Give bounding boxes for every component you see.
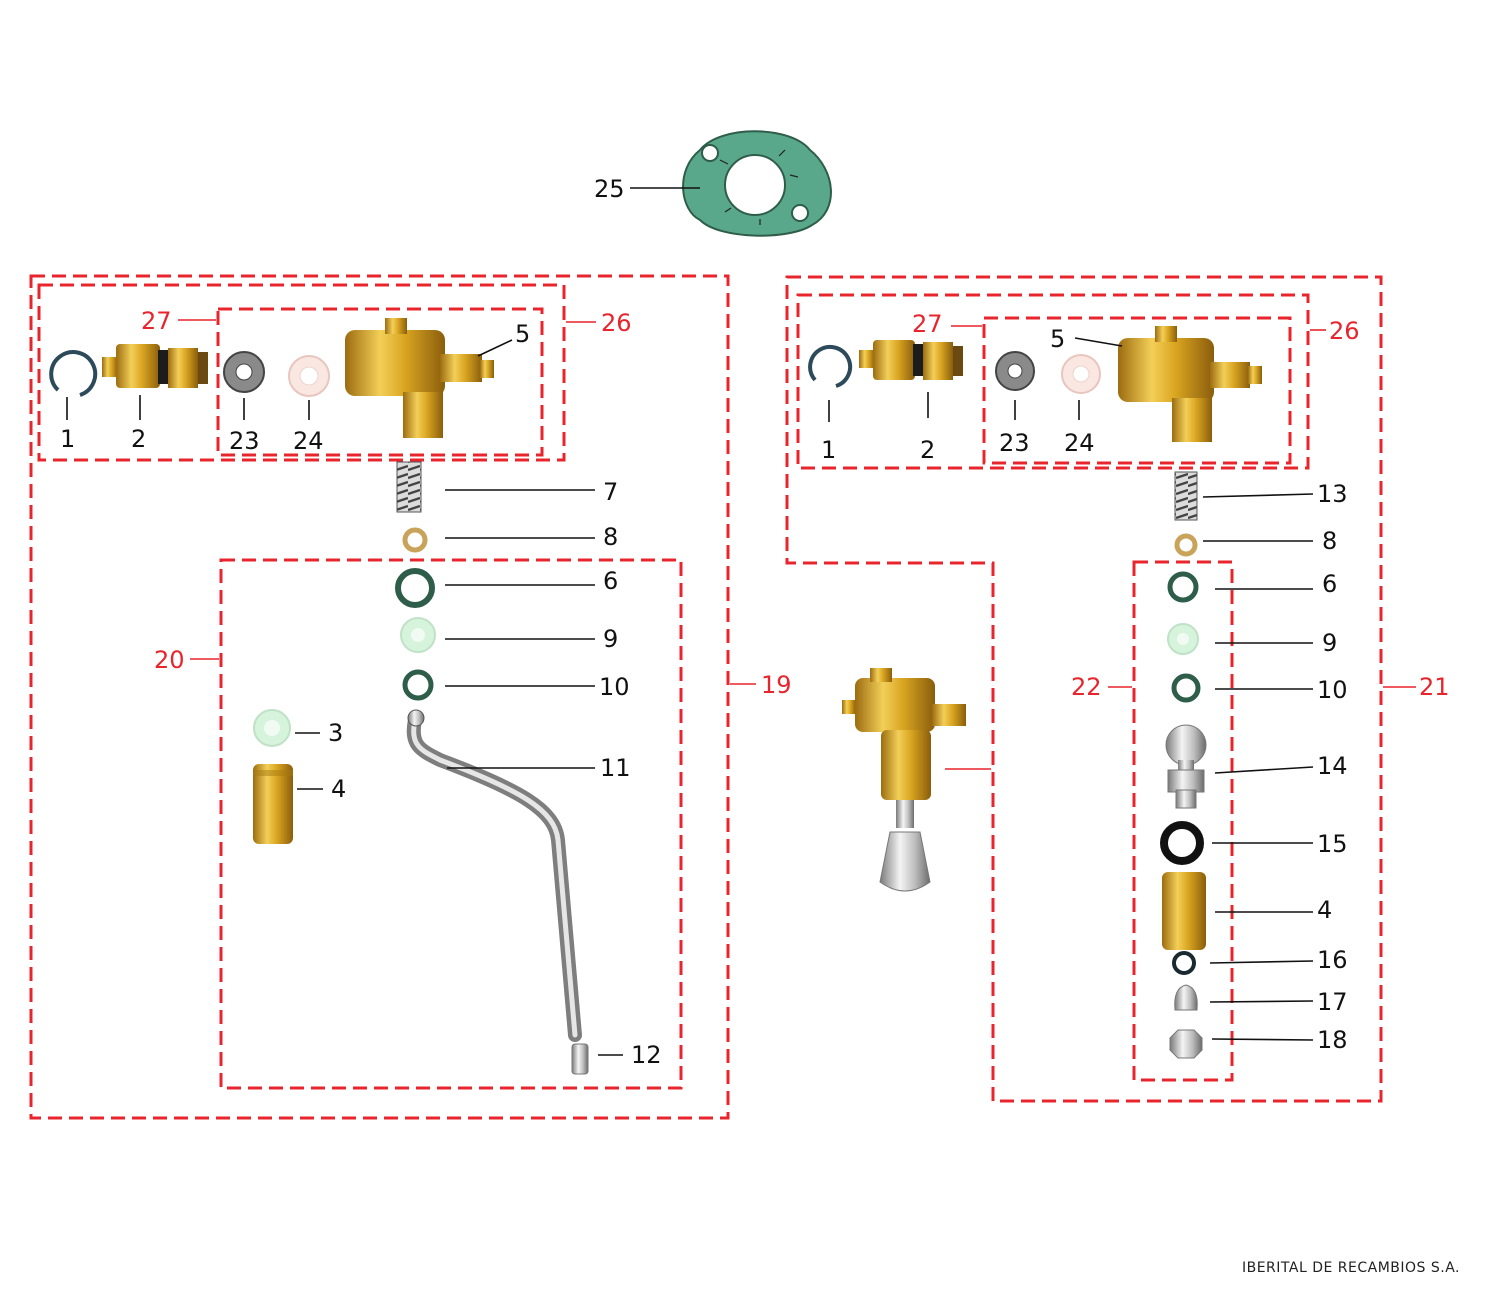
ring-9-left	[400, 617, 436, 653]
ring-3	[253, 709, 291, 747]
steam-tip-17	[1174, 984, 1198, 1011]
label-20: 20	[154, 646, 185, 674]
assembly-box-21	[785, 275, 1383, 1103]
washer-8-right	[1174, 533, 1198, 557]
label-5-right: 5	[1050, 325, 1065, 353]
label-2-right: 2	[920, 436, 935, 464]
washer-8-left	[402, 527, 428, 553]
label-8-right: 8	[1322, 527, 1337, 555]
label-3: 3	[328, 719, 343, 747]
spring-13	[1174, 471, 1198, 521]
company-footer: IBERITAL DE RECAMBIOS S.A.	[1241, 1260, 1460, 1276]
valve-stem-2-left	[102, 344, 208, 388]
label-19: 19	[761, 671, 792, 699]
label-9-right: 9	[1322, 629, 1337, 657]
label-12: 12	[631, 1041, 662, 1069]
label-17: 17	[1317, 988, 1348, 1016]
label-21: 21	[1419, 673, 1450, 701]
leader-17	[1209, 1000, 1314, 1003]
leader-18	[1211, 1038, 1314, 1041]
circlip-1-right	[808, 344, 853, 388]
leader-5-right	[1074, 337, 1123, 347]
assembly-box-20	[219, 558, 683, 1090]
leader-13	[1202, 493, 1314, 498]
label-22: 22	[1071, 673, 1102, 701]
label-27-left: 27	[141, 307, 172, 335]
washer-23-right	[995, 351, 1035, 391]
spring-7	[396, 461, 422, 513]
label-24-right: 24	[1064, 429, 1095, 457]
ball-joint-14	[1165, 724, 1207, 809]
leader-16	[1209, 960, 1314, 964]
label-6-left: 6	[603, 567, 618, 595]
assembly-box-26-left	[37, 283, 566, 462]
circlip-1-left	[49, 350, 98, 397]
label-1-left: 1	[60, 425, 75, 453]
oring-6-right	[1167, 571, 1199, 603]
label-14: 14	[1317, 752, 1348, 780]
steam-wand-11-highlight	[411, 717, 578, 1038]
label-26-left: 26	[601, 309, 632, 337]
washer-23-left	[223, 351, 265, 393]
oring-15	[1160, 821, 1204, 865]
oring-10-right	[1171, 673, 1201, 703]
label-23-left: 23	[229, 427, 260, 455]
label-15: 15	[1317, 830, 1348, 858]
assembly-box-19	[29, 274, 730, 1120]
label-9-left: 9	[603, 625, 618, 653]
label-24-left: 24	[293, 427, 324, 455]
label-26-right: 26	[1329, 317, 1360, 345]
label-13: 13	[1317, 480, 1348, 508]
label-4-left: 4	[331, 775, 346, 803]
label-6-right: 6	[1322, 570, 1337, 598]
steam-tip-12	[571, 1043, 589, 1075]
label-7: 7	[603, 478, 618, 506]
washer-24-right	[1061, 354, 1101, 394]
label-5-left: 5	[515, 320, 530, 348]
valve-body-5-right	[1118, 326, 1262, 442]
assembly-box-26-right	[796, 293, 1310, 470]
label-1-right: 1	[821, 436, 836, 464]
label-16: 16	[1317, 946, 1348, 974]
assembled-valve-21	[842, 668, 966, 892]
oring-10-left	[402, 669, 434, 701]
label-23-right: 23	[999, 429, 1030, 457]
label-27-right: 27	[912, 310, 943, 338]
label-10-left: 10	[599, 673, 630, 701]
leader-14	[1214, 766, 1314, 774]
cap-nut-18	[1169, 1029, 1203, 1059]
assembly-box-22	[1132, 560, 1234, 1082]
label-11: 11	[600, 754, 631, 782]
label-25: 25	[594, 175, 625, 203]
nut-4-right	[1162, 872, 1206, 950]
washer-24-left	[288, 355, 330, 397]
oring-6-left	[395, 568, 435, 608]
assembly-box-27-left	[216, 307, 544, 457]
label-4-right: 4	[1317, 896, 1332, 924]
valve-body-5-left	[345, 318, 494, 438]
leader-5-left	[477, 339, 513, 357]
label-8-left: 8	[603, 523, 618, 551]
nut-4-left	[253, 764, 293, 844]
gasket-25	[682, 130, 832, 237]
label-18: 18	[1317, 1026, 1348, 1054]
wand-ball-11	[407, 709, 425, 727]
valve-stem-2-right	[859, 340, 963, 380]
oring-16	[1172, 951, 1196, 975]
label-2-left: 2	[131, 425, 146, 453]
ring-9-right	[1167, 623, 1199, 655]
assembly-box-27-right	[982, 316, 1292, 465]
label-10-right: 10	[1317, 676, 1348, 704]
